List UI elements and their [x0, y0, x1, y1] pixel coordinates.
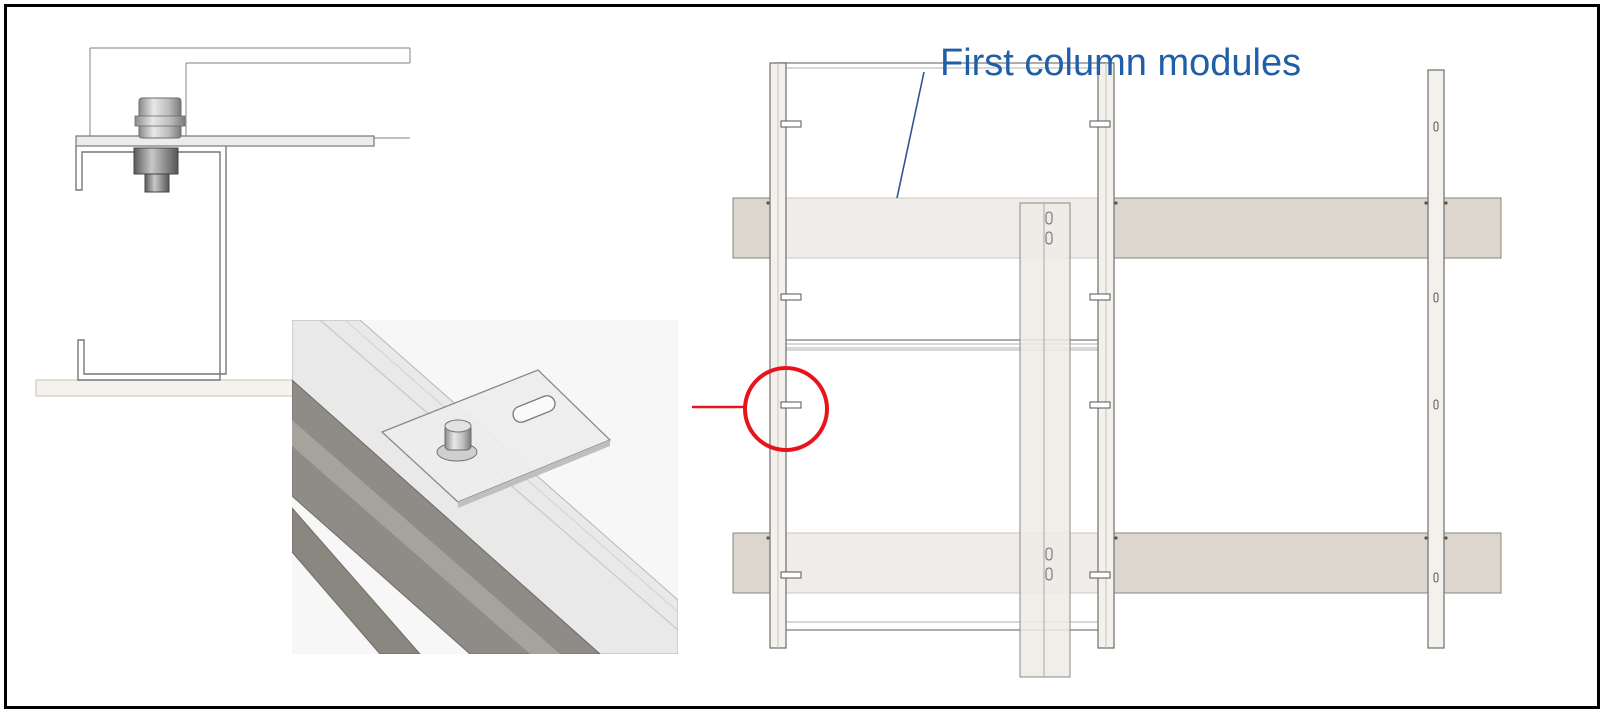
section-view: [35, 47, 411, 397]
callout-leader: [896, 71, 925, 199]
isometric-view: [292, 320, 678, 654]
elevation-view: [732, 62, 1502, 678]
highlight-marker: [692, 366, 829, 452]
callout-label: First column modules: [940, 42, 1302, 84]
